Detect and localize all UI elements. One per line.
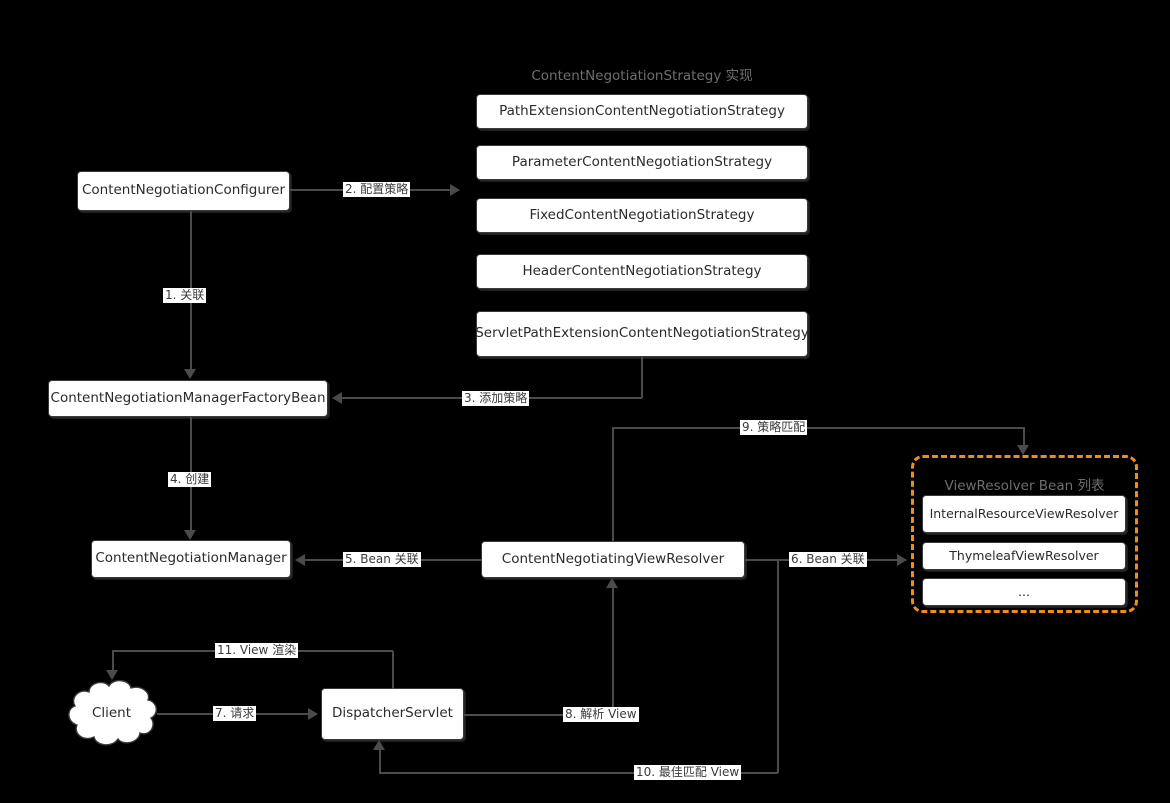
strategy-group-title: ContentNegotiationStrategy 实现	[531, 68, 753, 84]
viewresolver-item-internal-resource[interactable]: InternalResourceViewResolver	[922, 495, 1126, 533]
edge-8-line-v	[612, 588, 614, 714]
edge-4-label: 4. 创建	[168, 472, 212, 487]
edge-4-arrowhead	[184, 530, 196, 540]
edge-1-label: 1. 关联	[163, 288, 207, 303]
node-client-cloud[interactable]: Client	[63, 676, 160, 750]
strategy-box-path-extension[interactable]: PathExtensionContentNegotiationStrategy	[476, 94, 808, 129]
node-content-negotiation-configurer[interactable]: ContentNegotiationConfigurer	[77, 171, 290, 211]
edge-7-arrowhead	[308, 708, 318, 720]
edge-6-label: 6. Bean 关联	[789, 552, 867, 567]
strategy-box-fixed[interactable]: FixedContentNegotiationStrategy	[476, 198, 808, 233]
edge-3-arrowhead	[332, 392, 342, 404]
edge-11-label: 11. View 渲染	[215, 643, 299, 658]
edge-2-label: 2. 配置策略	[343, 182, 411, 197]
node-dispatcher-servlet[interactable]: DispatcherServlet	[321, 688, 464, 740]
edge-11-line-v2	[112, 650, 114, 673]
edge-9-line-v2	[1023, 427, 1025, 448]
edge-6-arrowhead	[897, 554, 907, 566]
edge-7-label: 7. 请求	[213, 706, 257, 721]
edge-11-arrowhead	[106, 670, 118, 680]
edge-10-line-v1	[777, 559, 779, 773]
strategy-box-servlet-path-extension[interactable]: ServletPathExtensionContentNegotiationSt…	[475, 311, 809, 357]
client-label: Client	[91, 705, 132, 721]
edge-5-arrowhead	[295, 554, 305, 566]
edge-9-arrowhead	[1017, 445, 1029, 455]
edge-8-arrowhead	[606, 578, 618, 588]
viewresolver-item-thymeleaf[interactable]: ThymeleafViewResolver	[922, 542, 1126, 570]
strategy-box-header[interactable]: HeaderContentNegotiationStrategy	[476, 254, 808, 289]
edge-8-label: 8. 解析 View	[563, 707, 639, 722]
edge-11-line-v1	[392, 651, 394, 689]
edge-9-line-h	[612, 427, 1024, 429]
edge-3-line-v	[641, 357, 643, 398]
edge-10-label: 10. 最佳匹配 View	[634, 765, 742, 780]
edge-8-line-h	[464, 714, 614, 716]
edge-1-arrowhead	[184, 369, 196, 379]
edge-5-label: 5. Bean 关联	[343, 552, 421, 567]
node-content-negotiation-manager-factory-bean[interactable]: ContentNegotiationManagerFactoryBean	[48, 380, 328, 417]
edge-10-line-h	[379, 772, 778, 774]
edge-10-arrowhead	[373, 740, 385, 750]
edge-9-label: 9. 策略匹配	[740, 420, 808, 435]
viewresolver-group-title: ViewResolver Bean 列表	[944, 478, 1105, 494]
node-content-negotiation-manager[interactable]: ContentNegotiationManager	[91, 540, 291, 578]
edge-10-line-v2	[379, 750, 381, 773]
strategy-box-parameter[interactable]: ParameterContentNegotiationStrategy	[476, 145, 808, 180]
viewresolver-group-container	[911, 455, 1138, 613]
cloud-icon	[68, 679, 157, 746]
viewresolver-item-ellipsis[interactable]: ...	[922, 578, 1126, 606]
node-content-negotiating-view-resolver[interactable]: ContentNegotiatingViewResolver	[481, 541, 745, 578]
edge-2-arrowhead	[450, 184, 460, 196]
edge-9-line-v1	[612, 428, 614, 541]
edge-3-label: 3. 添加策略	[462, 391, 530, 406]
